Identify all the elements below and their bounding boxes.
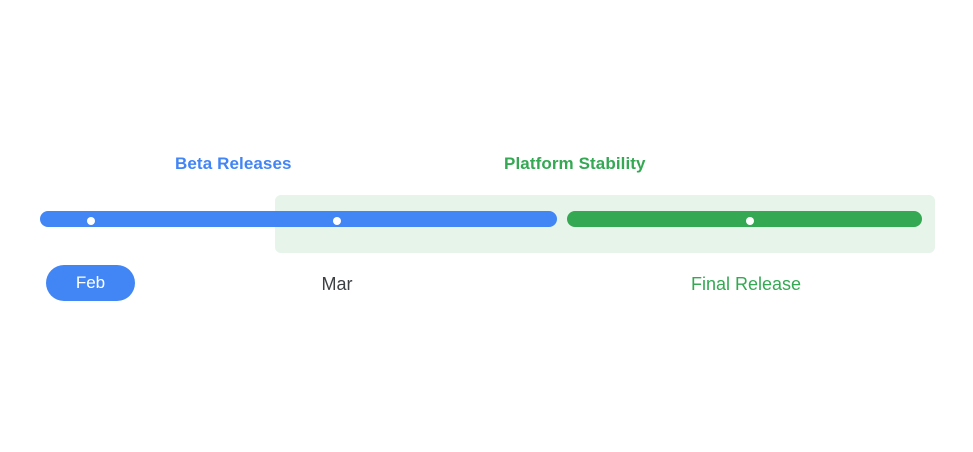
phase-label-platform-stability: Platform Stability [504, 154, 646, 173]
milestone-marker-dot-1[interactable] [87, 217, 95, 225]
beta-releases-track[interactable] [40, 211, 557, 227]
milestone-label-mar: Mar [321, 274, 353, 294]
milestone-marker-dot-2[interactable] [333, 217, 341, 225]
milestone-marker-dot-3[interactable] [746, 217, 754, 225]
phase-label-beta-releases: Beta Releases [175, 154, 292, 173]
milestone-pill-feb[interactable]: Feb [46, 265, 135, 301]
platform-stability-track[interactable] [567, 211, 922, 227]
milestone-label-final-release: Final Release [690, 274, 802, 294]
